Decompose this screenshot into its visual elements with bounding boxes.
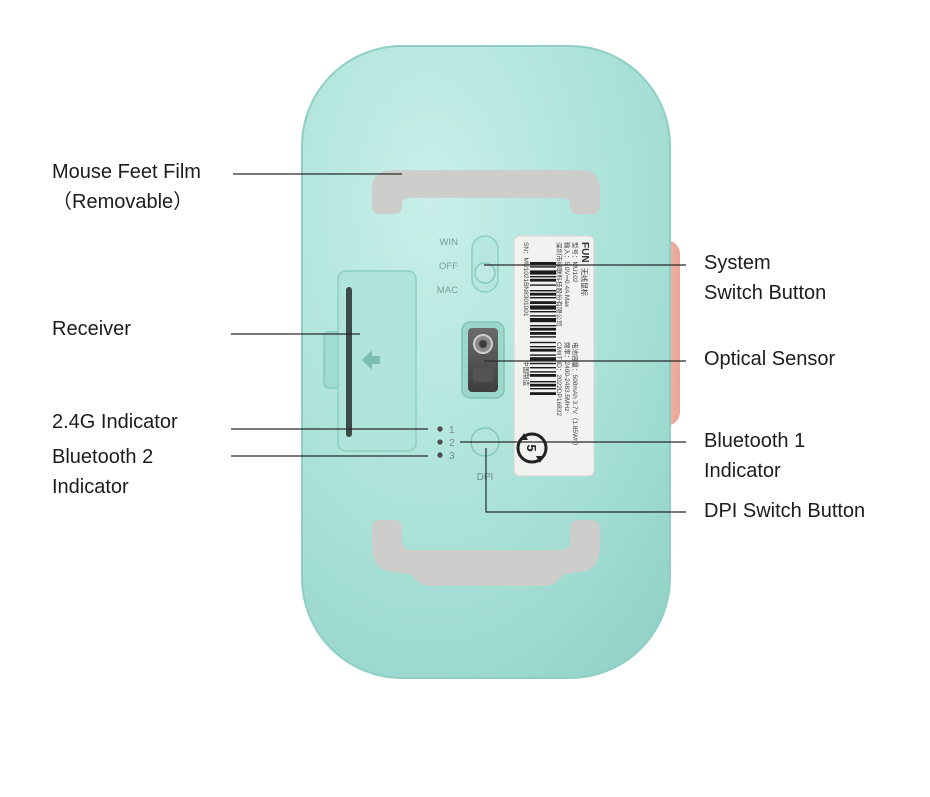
callout-24g-indicator: 2.4G Indicator: [52, 411, 178, 433]
callout-dpi-button: DPI Switch Button: [704, 500, 866, 522]
barcode-bar: [530, 362, 556, 365]
barcode-bar: [530, 327, 556, 331]
barcode-bar: [530, 354, 556, 356]
barcode-bar: [530, 371, 556, 373]
battery-recycle-icon: 5: [516, 432, 548, 464]
label-origin: 中国制造: [522, 360, 531, 387]
switch-label-win: WIN: [440, 237, 459, 248]
product-label-sticker: FUN 无线鼠标 型号：MU102 输入：5.0V⎓0.4A Max 深圳市绿联…: [513, 235, 595, 477]
label-input: 输入：5.0V⎓0.4A Max: [563, 242, 572, 308]
bottom-feet-film: [372, 520, 600, 586]
barcode-bar: [530, 383, 556, 387]
barcode-bar: [530, 305, 556, 310]
barcode-bar: [530, 315, 556, 317]
indicator-led-3: [437, 452, 443, 458]
barcode-bar: [530, 311, 556, 313]
switch-label-mac: MAC: [437, 285, 458, 296]
receiver-slot: [346, 287, 352, 437]
callout-system-switch: System Switch Button: [704, 252, 827, 304]
callout-bt2-indicator: Bluetooth 2 Indicator: [52, 446, 154, 498]
top-feet-film: [372, 170, 600, 214]
leader-dpi: [485, 448, 686, 513]
barcode-bar: [530, 336, 556, 338]
label-model: 型号：MU102: [571, 242, 580, 283]
barcode-bar: [530, 392, 556, 395]
system-switch-knob: [474, 262, 496, 284]
barcode-bar: [530, 290, 556, 292]
indicator-led-1: [437, 426, 443, 432]
barcode-bar: [530, 292, 556, 296]
label-brand: FUN: [579, 242, 590, 263]
svg-text:5: 5: [524, 444, 539, 451]
label-maker: 深圳市绿联科技股份有限公司: [555, 242, 564, 327]
dpi-label: DPI: [477, 472, 494, 483]
barcode-bar: [530, 367, 556, 369]
barcode-bar: [530, 270, 556, 275]
barcode-bar: [530, 266, 556, 268]
callout-receiver: Receiver: [52, 318, 131, 340]
barcode-bar: [530, 388, 556, 390]
barcode: [530, 262, 556, 395]
barcode-bar: [530, 381, 556, 383]
indicator-number-1: 1: [449, 425, 455, 436]
switch-label-off: OFF: [439, 261, 458, 272]
indicator-number-2: 2: [449, 438, 455, 449]
barcode-bar: [530, 278, 556, 282]
barcode-bar: [530, 341, 556, 344]
barcode-bar: [530, 346, 556, 348]
indicator-number-3: 3: [449, 451, 455, 462]
receiver-arrow-icon: [362, 350, 380, 370]
label-cmiit: CMIIT ID：2022DP16832: [555, 342, 562, 416]
callout-bt1-indicator: Bluetooth 1 Indicator: [704, 430, 806, 482]
barcode-bar: [530, 357, 556, 362]
barcode-bar: [530, 348, 556, 352]
indicator-led-2: [437, 439, 443, 445]
barcode-bar: [530, 297, 556, 299]
callout-optical-sensor: Optical Sensor: [704, 348, 836, 370]
barcode-bar: [530, 262, 556, 265]
label-frequency: 频率：2400-2483.5MHz: [563, 342, 572, 411]
barcode-bar: [530, 276, 556, 278]
barcode-bar: [530, 332, 556, 335]
label-product-name: 无线鼠标: [580, 268, 589, 296]
barcode-bar: [530, 284, 556, 286]
label-sn: SN：MU1021BN8301001: [522, 242, 529, 317]
label-battery: 电池容量：500mAh 3.7V（1.85Wh）: [571, 342, 580, 449]
barcode-bar: [530, 325, 556, 327]
callout-feet-film: Mouse Feet Film （Removable）: [52, 161, 201, 213]
barcode-bar: [530, 374, 556, 377]
leader-lines: [231, 173, 686, 513]
barcode-bar: [530, 318, 556, 323]
barcode-bar: [530, 301, 556, 304]
